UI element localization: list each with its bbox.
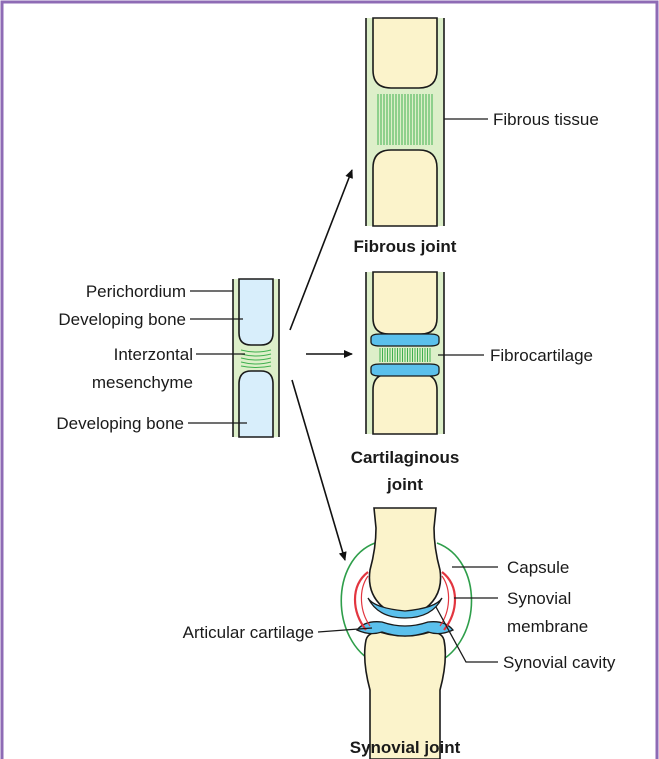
label-synovial-cavity: Synovial cavity [503, 653, 616, 672]
label-developing-bone-bottom: Developing bone [56, 414, 184, 433]
label-developing-bone-top: Developing bone [58, 310, 186, 329]
synovial-membrane-right-inner [440, 576, 449, 626]
label-mesenchyme: mesenchyme [92, 373, 193, 392]
caption-cartilaginous: Cartilaginous [351, 448, 460, 467]
arrow-to-fibrous [290, 170, 352, 330]
articular-cartilage-lower [357, 622, 453, 636]
developing-bone-bottom [239, 371, 273, 437]
label-synovial: Synovial [507, 589, 571, 608]
caption-cartilaginous-joint: joint [386, 475, 423, 494]
label-membrane: membrane [507, 617, 588, 636]
caption-synovial-joint: Synovial joint [350, 738, 461, 757]
synovial-membrane-left-inner [361, 576, 370, 626]
label-fibrous-tissue: Fibrous tissue [493, 110, 599, 129]
fibrocartilage-fibers [380, 348, 430, 362]
synovial-joint-drawing [341, 508, 471, 759]
cartilaginous-bone-bottom [373, 374, 437, 434]
synovial-bone-upper [369, 508, 440, 615]
cartilaginous-joint-drawing [366, 272, 444, 434]
caption-fibrous-joint: Fibrous joint [354, 237, 457, 256]
cartilage-plate-bottom [371, 364, 439, 376]
fibrous-bone-top [373, 18, 437, 88]
arrow-to-synovial [292, 380, 345, 560]
label-fibrocartilage: Fibrocartilage [490, 346, 593, 365]
label-capsule: Capsule [507, 558, 569, 577]
fibrous-bone-bottom [373, 150, 437, 226]
cartilage-plate-top [371, 334, 439, 346]
developing-bone-top [239, 279, 273, 345]
label-articular-cartilage: Articular cartilage [183, 623, 314, 642]
developing-joint-drawing [233, 279, 279, 437]
label-perichordium: Perichordium [86, 282, 186, 301]
cartilaginous-bone-top [373, 272, 437, 334]
fibrous-joint-drawing [366, 18, 444, 226]
label-interzontal: Interzontal [114, 345, 193, 364]
